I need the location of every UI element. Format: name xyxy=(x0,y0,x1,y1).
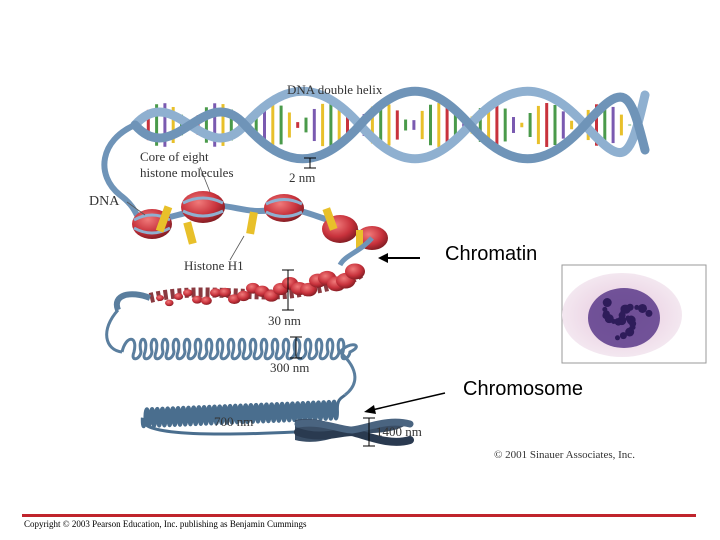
fiber-nucleosome xyxy=(345,263,365,280)
chromatin-spot xyxy=(629,320,637,328)
nucleosome-string xyxy=(132,191,388,250)
chromatin-spot xyxy=(634,304,640,310)
chromatin-spot xyxy=(638,303,648,313)
linker-dna xyxy=(101,122,147,228)
fiber-nucleosome xyxy=(192,295,203,304)
chromatin-spot xyxy=(629,325,635,331)
dimension-marks xyxy=(282,157,375,447)
chromatin-spot xyxy=(614,318,622,326)
chromosome-label: Chromosome xyxy=(463,378,583,400)
metaphase-chromosome xyxy=(294,418,414,446)
fiber-nucleosome xyxy=(210,288,222,298)
two-nm-label: 2 nm xyxy=(289,170,315,185)
fiber-nucleosome xyxy=(237,290,251,302)
seven-hundred-nm-fiber xyxy=(140,350,357,436)
fiber-nucleosome xyxy=(219,287,231,298)
fiber-nucleosome xyxy=(201,296,212,305)
bottom-rule xyxy=(22,514,696,517)
image-credit: © 2001 Sinauer Associates, Inc. xyxy=(494,449,635,461)
fiber-nucleosome xyxy=(174,293,184,300)
chromatin-spots xyxy=(602,298,653,341)
fourteen-hundred-nm-label: 1400 nm xyxy=(376,424,422,439)
core-histone-label-line2: histone molecules xyxy=(140,165,234,180)
leader-lines xyxy=(126,166,245,261)
dna-label: DNA xyxy=(89,194,120,209)
fiber-nucleosome xyxy=(165,299,174,307)
chromatin-micrograph xyxy=(561,264,707,364)
core-histone-label-line1: Core of eight xyxy=(140,149,209,164)
nucleosome xyxy=(264,194,304,222)
chromatin-spot xyxy=(621,304,631,314)
fiber-nucleosome xyxy=(156,295,164,301)
coil-transition xyxy=(337,236,374,267)
fiber-nucleosome xyxy=(183,289,193,297)
chromatin-spot xyxy=(625,315,631,321)
chromatin-label: Chromatin xyxy=(445,243,537,265)
chromatin-spot xyxy=(645,309,653,317)
chromatin-spot xyxy=(619,332,627,340)
dna-double-helix-label: DNA double helix xyxy=(287,82,383,97)
chromatin-spot xyxy=(602,310,610,318)
three-hundred-nm-label: 300 nm xyxy=(270,360,309,375)
thirty-nm-label: 30 nm xyxy=(268,313,301,328)
chromatin-spot xyxy=(614,335,620,341)
nucleosome xyxy=(181,191,225,223)
three-hundred-nm-fiber xyxy=(105,308,358,361)
seven-hundred-nm-label: 700 nm xyxy=(214,414,253,429)
thirty-nm-fiber xyxy=(113,263,366,312)
chromatin-arrow xyxy=(378,253,420,263)
histone-h1-linker xyxy=(155,205,363,248)
histone-h1-label: Histone H1 xyxy=(184,258,244,273)
copyright-notice: Copyright © 2003 Pearson Education, Inc.… xyxy=(24,519,307,529)
chromatin-spot xyxy=(602,298,612,308)
fiber-nucleosomes xyxy=(156,263,365,307)
chromosome-arrow xyxy=(364,392,446,414)
dna-double-helix xyxy=(130,86,650,164)
